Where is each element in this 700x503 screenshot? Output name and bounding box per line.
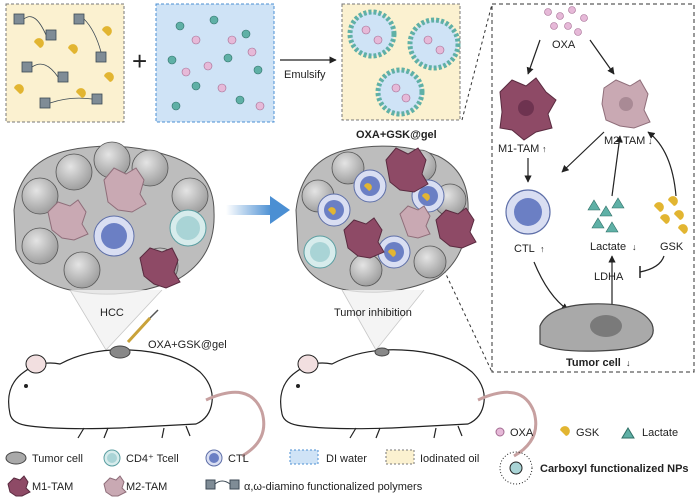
plus-sign: + <box>132 46 147 76</box>
mouse-right <box>280 347 538 458</box>
m2-tam-cell <box>601 79 651 129</box>
product-label: OXA+GSK@gel <box>356 129 437 141</box>
legend-item-lactate: Lactate <box>621 427 678 439</box>
oxa-cluster <box>544 6 588 36</box>
svg-text:Lactate: Lactate <box>642 427 678 439</box>
tumor-inhibition-label: Tumor inhibition <box>334 307 412 319</box>
tumor-cell-pathway <box>539 303 654 352</box>
inhibition-zoom-cone <box>341 289 425 351</box>
legend-item-gsk: GSK <box>560 426 600 439</box>
treatment-arrow-head <box>270 196 290 224</box>
emulsify-arrow: Emulsify <box>280 56 337 81</box>
svg-text:Carboxyl functionalized NPs: Carboxyl functionalized NPs <box>540 463 689 475</box>
lactate-indicator: ↓ <box>632 242 637 252</box>
injection-label: OXA+GSK@gel <box>148 339 227 351</box>
legend-item-oxa: OXA <box>495 427 534 439</box>
gsk-cluster <box>654 196 688 234</box>
svg-text:α,ω-diamino functionalized pol: α,ω-diamino functionalized polymers <box>244 481 423 493</box>
legend-item-di-water: DI water <box>289 449 367 465</box>
tumor-indicator: ↓ <box>626 358 631 368</box>
syringe-icon <box>126 309 159 344</box>
gsk-label: GSK <box>660 241 684 253</box>
legend-item-m2-tam: M2-TAM <box>103 475 167 497</box>
svg-text:M1-TAM: M1-TAM <box>32 481 73 493</box>
tumor-cell-label: Tumor cell <box>566 357 621 369</box>
oil-polymer-panel <box>5 3 125 123</box>
emulsify-label: Emulsify <box>284 69 326 81</box>
zoom-line-top <box>461 3 493 121</box>
emulsion-droplet <box>347 9 461 117</box>
pathway-panel: OXA M1-TAM ↑ M2-TAM ↓ CTL ↑ Lactate ↓ <box>443 3 695 373</box>
oxa-label: OXA <box>552 39 576 51</box>
m1-indicator: ↑ <box>542 144 547 154</box>
m2-tam-label: M2-TAM <box>604 135 645 147</box>
svg-text:DI water: DI water <box>326 453 367 465</box>
svg-text:GSK: GSK <box>576 427 600 439</box>
hcc-tumor-cluster <box>13 141 215 295</box>
legend-item-m1-tam: M1-TAM <box>7 475 73 497</box>
legend: Tumor cell CD4⁺ Tcell CTL DI water Iodin… <box>5 426 689 497</box>
legend-item-ctl: CTL <box>205 449 249 467</box>
lactate-cluster <box>587 197 625 233</box>
legend-item-tumor-cell: Tumor cell <box>5 451 83 465</box>
svg-text:CTL: CTL <box>228 453 249 465</box>
inhibited-tumor-cluster <box>295 145 477 293</box>
legend-item-nps: Carboxyl functionalized NPs <box>499 451 689 485</box>
zoom-line-bottom <box>443 269 493 373</box>
svg-text:Iodinated oil: Iodinated oil <box>420 453 479 465</box>
treatment-arrow-shaft <box>226 205 272 215</box>
ctl-label: CTL <box>514 243 535 255</box>
ldha-label: LDHA <box>594 271 624 283</box>
svg-text:CD4⁺ Tcell: CD4⁺ Tcell <box>126 453 179 465</box>
svg-text:Tumor cell: Tumor cell <box>32 453 83 465</box>
legend-item-iodinated-oil: Iodinated oil <box>385 449 479 465</box>
m1-tam-cell <box>499 77 557 141</box>
hcc-label: HCC <box>100 307 124 319</box>
ctl-cell <box>505 189 551 235</box>
m1-tam-label: M1-TAM <box>498 143 539 155</box>
svg-text:M2-TAM: M2-TAM <box>126 481 167 493</box>
gel-panel: OXA+GSK@gel <box>341 3 461 141</box>
legend-item-polymers: α,ω-diamino functionalized polymers <box>205 479 423 493</box>
legend-item-cd4: CD4⁺ Tcell <box>103 449 179 467</box>
water-panel <box>155 3 275 123</box>
ctl-indicator: ↑ <box>540 244 545 254</box>
svg-text:OXA: OXA <box>510 427 534 439</box>
lactate-label: Lactate <box>590 241 626 253</box>
mouse-left <box>8 345 266 458</box>
m2-indicator: ↓ <box>648 136 653 146</box>
